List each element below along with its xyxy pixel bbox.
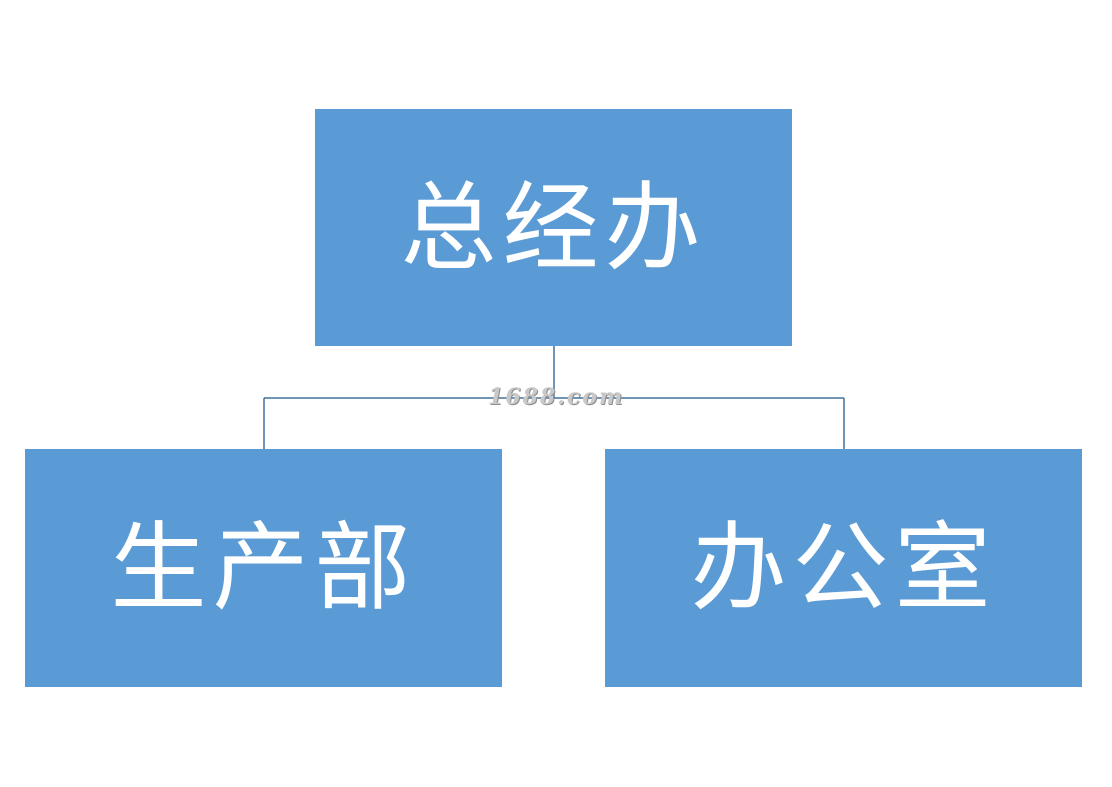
org-box-general-office: 总经办 [315,109,792,346]
org-box-label: 总经办 [400,171,707,284]
org-box-label: 办公室 [690,512,997,624]
watermark-logo: 1688.com [488,384,625,410]
org-box-production-dept: 生产部 [25,449,502,687]
org-box-office: 办公室 [605,449,1082,687]
org-box-label: 生产部 [110,512,417,624]
